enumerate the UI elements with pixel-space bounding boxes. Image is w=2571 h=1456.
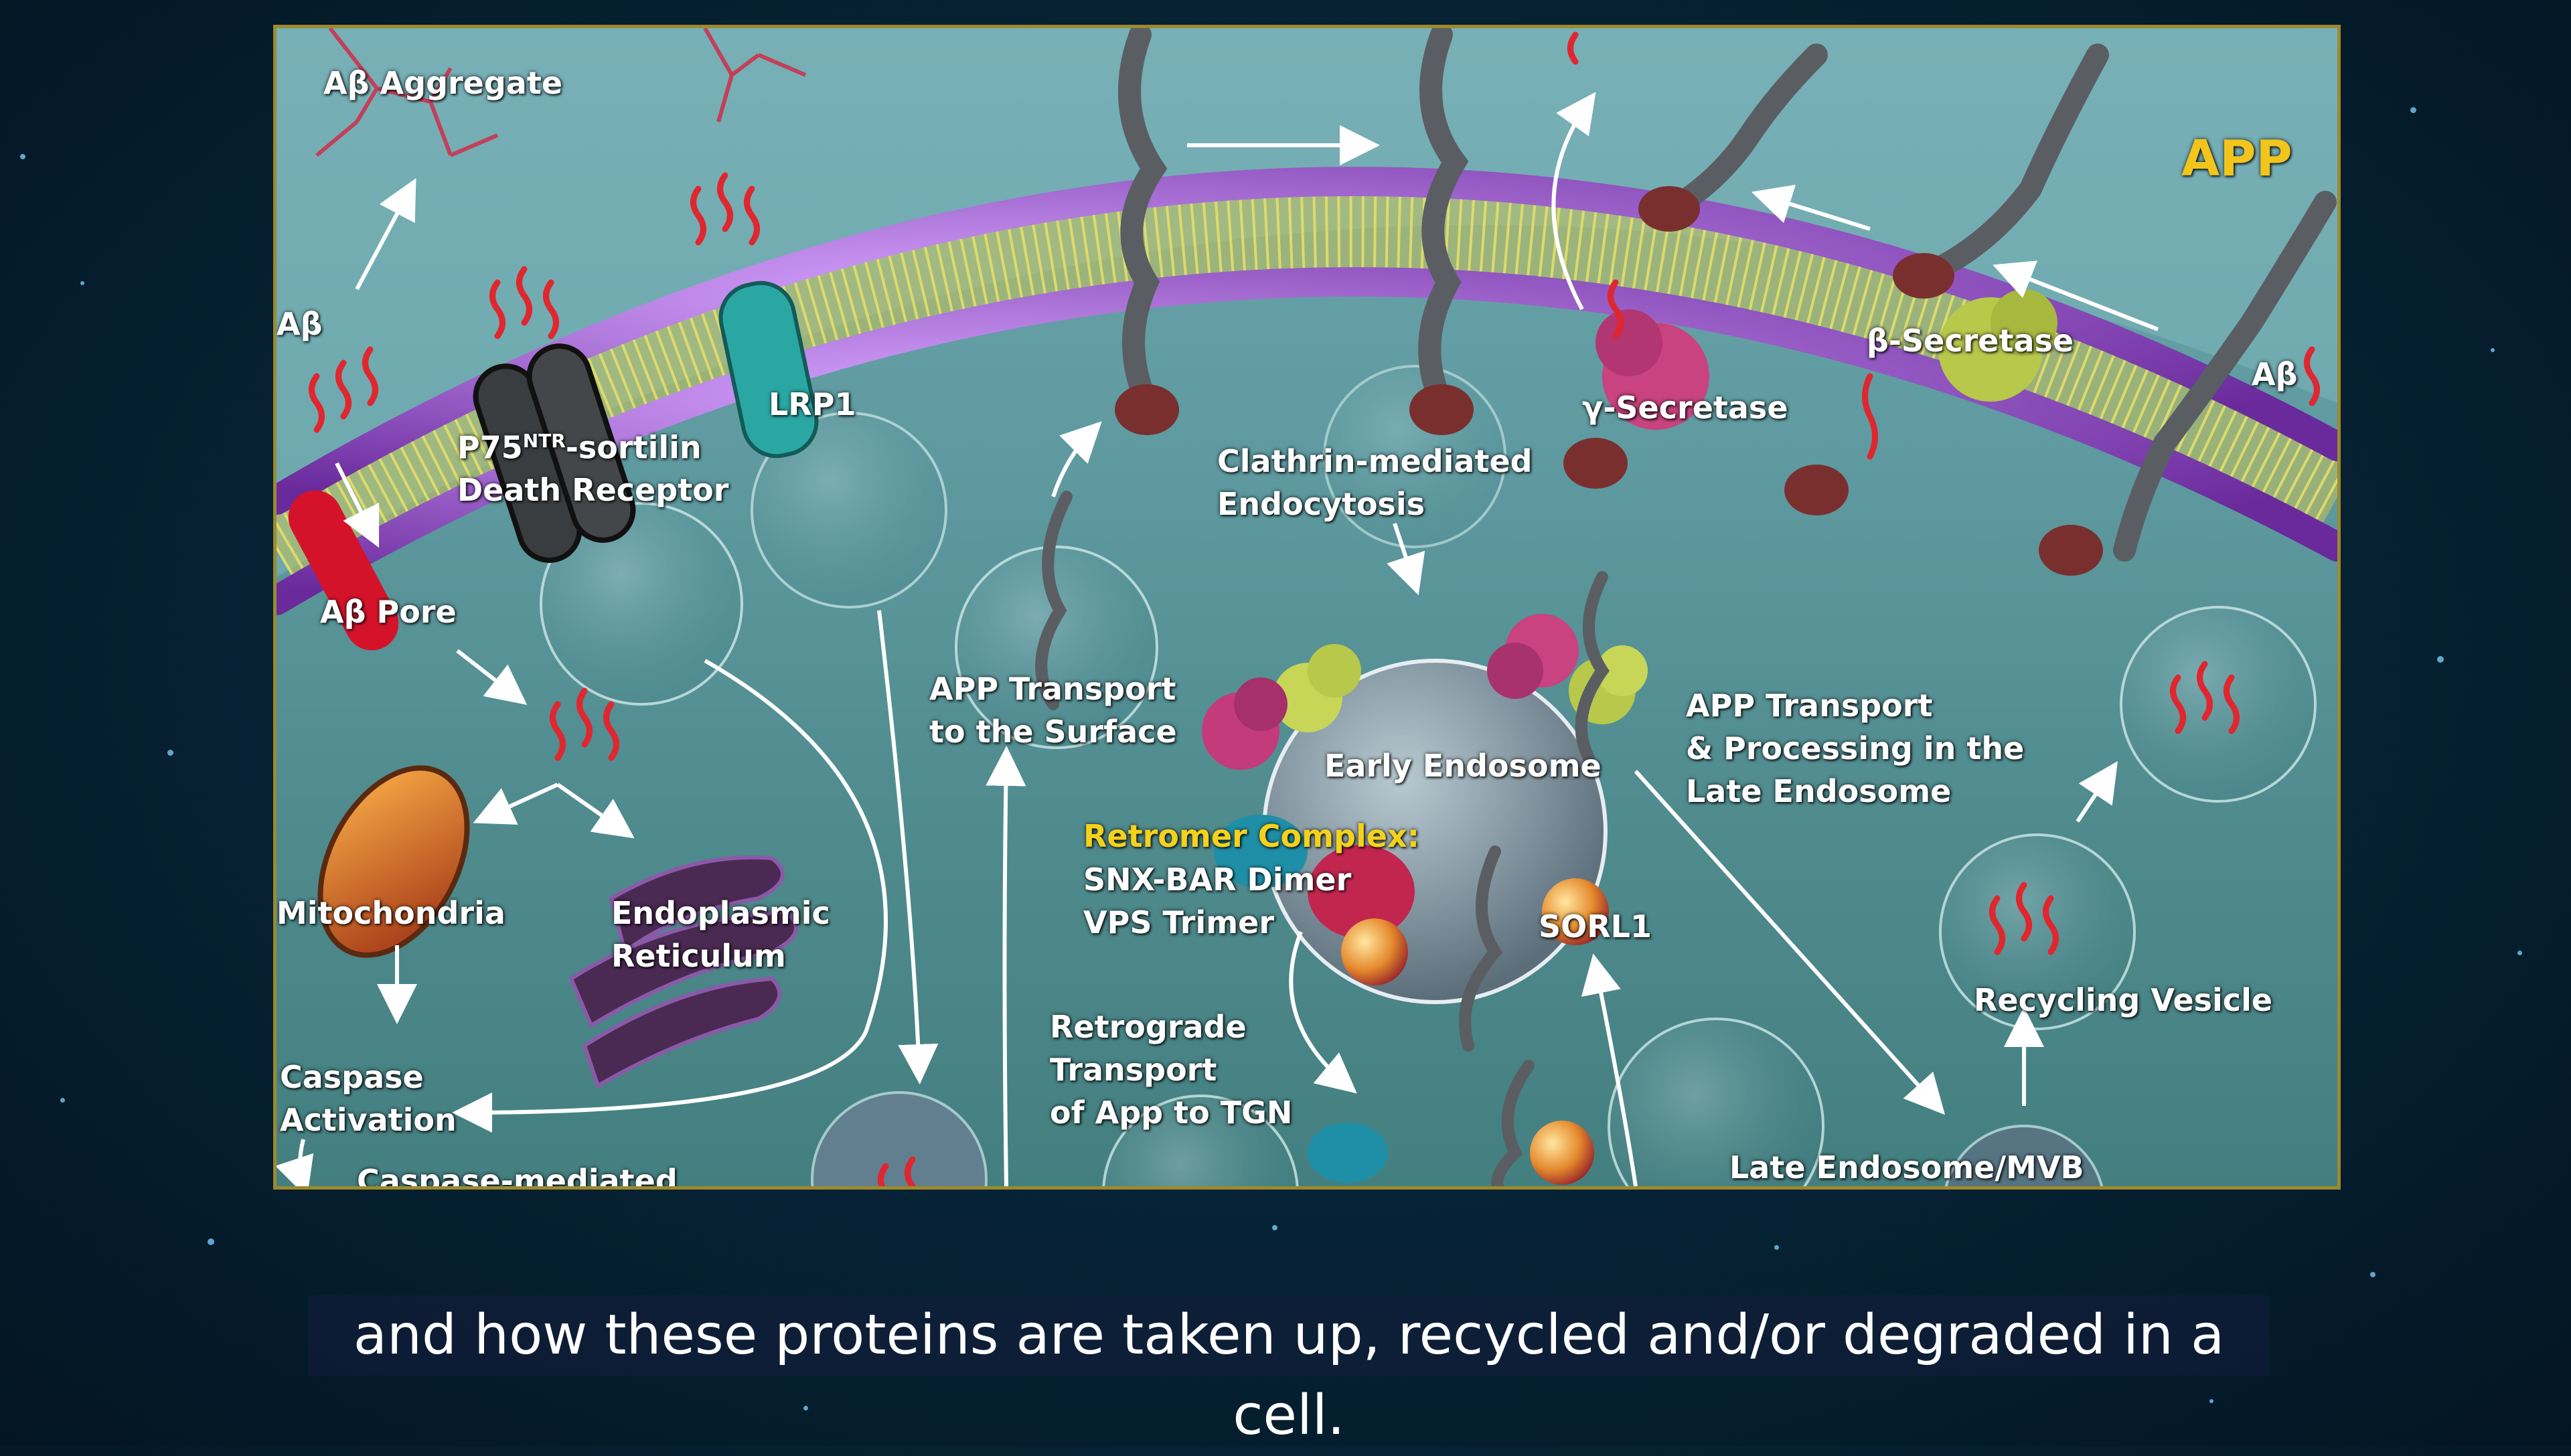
late-endosome xyxy=(1944,1125,2104,1186)
lrp1-receptor xyxy=(718,280,819,459)
retrograde-transport-label: Retrograde Transport of App to TGN xyxy=(1050,1009,1293,1131)
star xyxy=(1272,1225,1277,1230)
vesicle xyxy=(1608,1018,1824,1186)
star xyxy=(167,750,173,756)
app-title: APP xyxy=(2181,130,2292,187)
star xyxy=(2410,107,2416,113)
star xyxy=(60,1098,65,1103)
star xyxy=(2370,1272,2375,1277)
app-transport-late-label: APP Transport & Processing in the Late E… xyxy=(1686,687,2025,809)
p75-label: P75 xyxy=(457,429,523,466)
pathway-arrows xyxy=(277,92,2159,1186)
sortilin-label: -sortilin xyxy=(565,429,702,466)
caspase-activation-label: Caspase Activation xyxy=(280,1059,457,1138)
mitochondria xyxy=(317,765,470,958)
subtitle-background xyxy=(308,1295,2270,1376)
abeta-label-left: Aβ xyxy=(277,306,323,342)
vesicle xyxy=(2120,606,2317,803)
diagram-artwork xyxy=(277,28,2337,1186)
endosome xyxy=(811,1091,988,1186)
retromer-clusters xyxy=(1202,614,1648,770)
star xyxy=(80,281,84,285)
sortilin-receptor xyxy=(526,343,636,543)
retromer-components-label: SNX-BAR Dimer VPS Trimer xyxy=(1083,862,1352,941)
abeta-aggregate xyxy=(315,28,807,157)
abeta-pore-label: Aβ Pore xyxy=(320,594,457,630)
app-proteins xyxy=(1035,28,2337,1186)
star xyxy=(208,1238,214,1245)
star xyxy=(2491,348,2495,352)
retromer-complex-title: Retromer Complex: xyxy=(1083,818,1419,854)
recycling-vesicle-label: Recycling Vesicle xyxy=(1974,982,2273,1018)
gamma-secretase-label: γ-Secretase xyxy=(1582,390,1788,426)
death-receptor-label: Death Receptor xyxy=(457,472,729,509)
abeta-aggregate-label: Aβ Aggregate xyxy=(323,65,563,101)
star xyxy=(803,1406,808,1410)
early-endosome-label: Early Endosome xyxy=(1324,748,1602,784)
sorl1-label: SORL1 xyxy=(1539,908,1652,945)
vesicle xyxy=(540,502,743,706)
caspase-mediated-label: Caspase-mediated xyxy=(357,1163,678,1190)
star xyxy=(2437,656,2444,663)
beta-secretase xyxy=(1938,289,2057,402)
vesicle xyxy=(1102,1095,1299,1186)
abeta-peptides xyxy=(309,31,2320,1186)
app-transport-surface-label: APP Transport to the Surface xyxy=(929,671,1177,750)
vesicle xyxy=(751,412,947,609)
abeta-pore xyxy=(288,490,399,651)
gamma-secretase xyxy=(1595,309,1709,430)
star xyxy=(1774,1245,1779,1250)
mitochondria-label: Mitochondria xyxy=(277,895,505,931)
vesicle xyxy=(955,546,1158,749)
p75-superscript: NTR xyxy=(522,430,566,452)
late-endosome-label: Late Endosome/MVB xyxy=(1729,1149,2084,1186)
beta-secretase-label: β-Secretase xyxy=(1867,323,2074,359)
retromer-components xyxy=(1214,815,1609,1185)
extracellular-space xyxy=(277,28,2337,577)
star xyxy=(2517,951,2522,955)
clathrin-endocytosis-label: Clathrin-mediated Endocytosis xyxy=(1217,443,1533,522)
app-domains xyxy=(1115,186,2103,576)
star xyxy=(20,154,25,159)
abeta-label-right: Aβ xyxy=(2252,356,2298,392)
lrp1-label: LRP1 xyxy=(769,386,856,422)
endoplasmic-reticulum xyxy=(568,855,798,1089)
er-label: Endoplasmic Reticulum xyxy=(611,895,830,974)
video-subtitle: and how these proteins are taken up, rec… xyxy=(353,1303,2225,1447)
star xyxy=(2209,1399,2213,1403)
